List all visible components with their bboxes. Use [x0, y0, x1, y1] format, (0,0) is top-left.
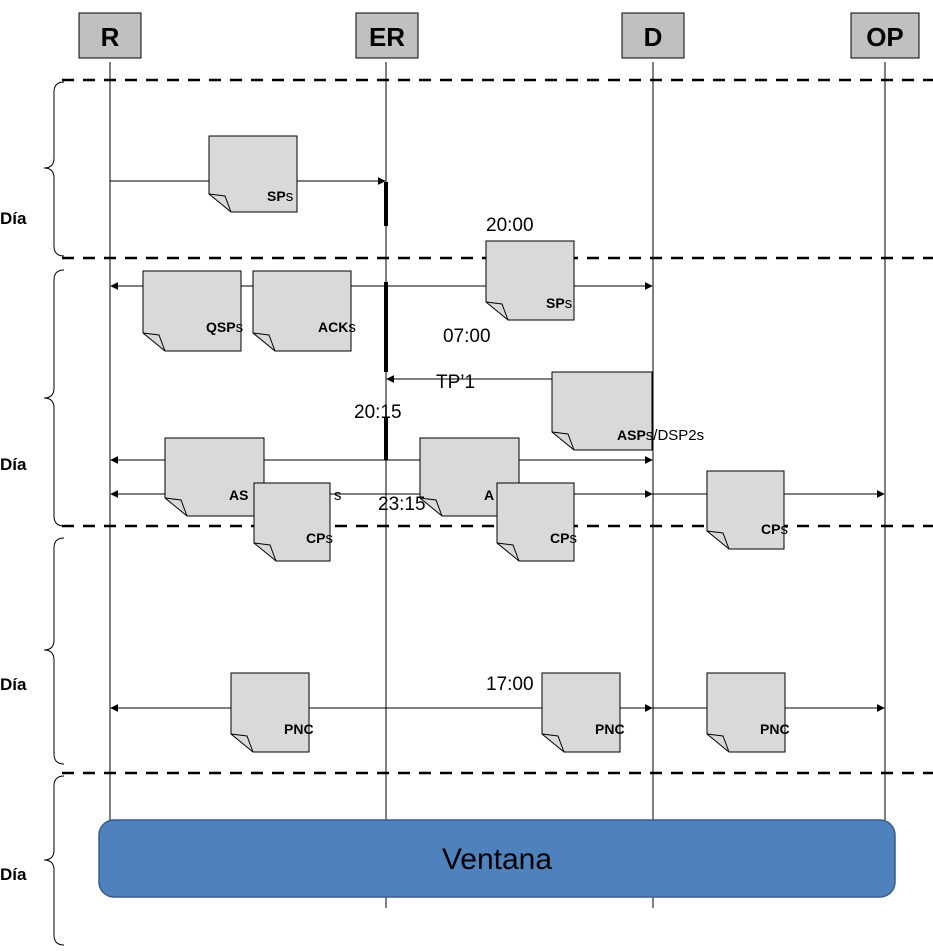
document-label: SPs: [267, 188, 293, 205]
document-label: PNC: [760, 721, 790, 737]
document-shape: [230, 672, 310, 753]
day-label: Día: [0, 865, 27, 884]
participant-d: D: [621, 12, 685, 59]
document-sps1: SPs: [208, 135, 298, 213]
document-label: CPs: [306, 530, 333, 547]
document-fold: [419, 497, 443, 517]
participant-label: D: [644, 22, 663, 52]
documents: SPs QSPs ACKs SPs ASPs/DSP2s AS s: [142, 135, 790, 753]
participant-op: OP: [850, 12, 920, 59]
day-label: Día: [0, 455, 27, 474]
participant-label: OP: [866, 22, 904, 52]
document-label: PNC: [284, 721, 314, 737]
time-label: 20:15: [354, 402, 402, 423]
document-as-left: AS s: [164, 437, 342, 517]
participant-label: ER: [369, 22, 405, 52]
participant-label: R: [101, 22, 120, 52]
document-fold: [252, 332, 276, 352]
document-shape: [164, 437, 265, 517]
document-fold: [208, 193, 232, 213]
document-a-mid: A: [419, 437, 520, 517]
document-shape: [208, 135, 298, 213]
document-fold: [496, 542, 520, 562]
document-shape: [142, 270, 242, 352]
day-brace: [43, 269, 65, 527]
document-fold: [541, 733, 565, 753]
document-cps1: CPs: [253, 482, 333, 562]
document-acks: ACKs: [252, 270, 356, 352]
document-fold: [142, 332, 166, 352]
document-fold: [485, 301, 509, 321]
day-brace: [43, 775, 65, 946]
document-shape: [485, 240, 575, 321]
window-label: Ventana: [442, 843, 552, 876]
time-label: 20:00: [486, 215, 534, 236]
time-label: 23:15: [378, 494, 426, 515]
document-shape: [706, 470, 785, 550]
document-cps2: CPs: [496, 482, 577, 562]
document-fold: [230, 733, 254, 753]
window-bar: [98, 819, 896, 898]
document-cps3: CPs: [706, 470, 788, 550]
time-labels: 20:00 07:00 TP’1 20:15 23:15 17:00: [354, 215, 534, 695]
document-shape: [706, 672, 786, 753]
day-separators: [62, 78, 933, 775]
document-shape: [253, 482, 331, 562]
document-shape: [252, 270, 352, 352]
document-sps2: SPs: [485, 240, 575, 321]
time-label: 17:00: [486, 674, 534, 695]
document-label: A: [484, 487, 494, 503]
participant-box: [78, 12, 142, 59]
participant-r: R: [78, 12, 142, 59]
participant-er: ER: [355, 12, 419, 59]
participant-box: [621, 12, 685, 59]
document-label: CPs: [761, 521, 788, 538]
document-pnc1: PNC: [230, 672, 314, 753]
document-label: SPs: [546, 295, 572, 312]
time-label: 07:00: [443, 326, 491, 347]
participant-box: [355, 12, 419, 59]
document-fold: [253, 542, 277, 562]
document-label: PNC: [595, 721, 625, 737]
time-label: TP’1: [436, 372, 475, 393]
document-label-fragment: s: [334, 487, 342, 504]
document-pnc2: PNC: [541, 672, 625, 753]
document-label: ASPs/DSP2s: [617, 427, 704, 444]
document-qsps: QSPs: [142, 270, 243, 352]
day-brace: [43, 81, 65, 257]
document-pnc3: PNC: [706, 672, 790, 753]
document-fold: [551, 431, 575, 451]
day-label: Día: [0, 209, 27, 228]
document-label: ACKs: [318, 319, 356, 336]
document-fold: [706, 733, 730, 753]
day-label: Día: [0, 675, 27, 694]
day-labels: Día Día Día Día: [0, 209, 27, 884]
document-shape: [419, 437, 520, 517]
document-shape: [551, 371, 653, 451]
document-shape: [541, 672, 621, 753]
document-label: CPs: [550, 530, 577, 547]
document-label: QSPs: [206, 319, 243, 336]
document-fold: [164, 497, 188, 517]
document-asps-dsp2s: ASPs/DSP2s: [551, 371, 704, 451]
document-fold: [706, 530, 730, 550]
day-brace: [43, 537, 65, 765]
participant-box: [850, 12, 920, 59]
window-block: Ventana: [98, 819, 896, 898]
document-label: AS: [229, 487, 248, 503]
day-braces: [43, 81, 65, 946]
document-shape: [496, 482, 575, 562]
